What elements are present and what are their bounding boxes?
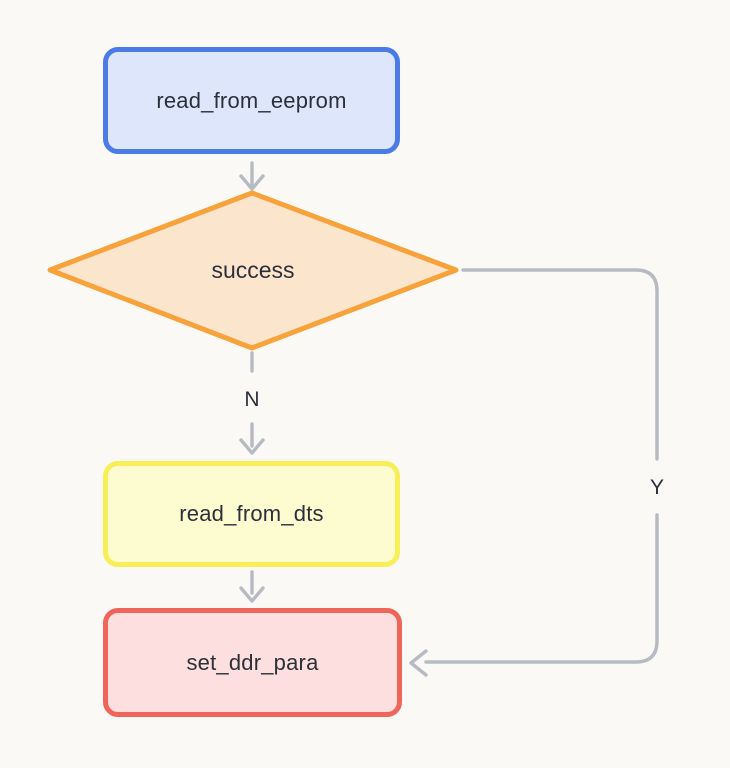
node-set-ddr-para: set_ddr_para xyxy=(103,608,402,717)
edge-dts-to-ddr-arrowhead-icon xyxy=(239,586,265,603)
edge-success-to-dts-arrowhead-icon xyxy=(239,438,265,455)
edges-group xyxy=(239,161,659,677)
node-success-diamond-shape xyxy=(47,190,459,351)
node-success-label: success xyxy=(211,257,295,283)
node-set-ddr-para-label: set_ddr_para xyxy=(186,649,319,675)
edge-eeprom-to-success-arrowhead-icon xyxy=(239,174,265,191)
node-read-from-dts: read_from_dts xyxy=(103,461,400,567)
edge-success-to-ddr-line-bottom xyxy=(424,513,659,664)
node-read-from-eeprom: read_from_eeprom xyxy=(103,47,400,154)
edge-success-to-ddr-line-top xyxy=(461,268,659,461)
node-success-label-box: success xyxy=(50,193,456,348)
edge-label-no: N xyxy=(244,388,260,411)
edge-label-yes: Y xyxy=(649,476,664,499)
node-read-from-eeprom-label: read_from_eeprom xyxy=(156,87,347,113)
edge-success-to-ddr-arrowhead-icon xyxy=(409,649,428,677)
node-read-from-dts-label: read_from_dts xyxy=(179,501,324,526)
